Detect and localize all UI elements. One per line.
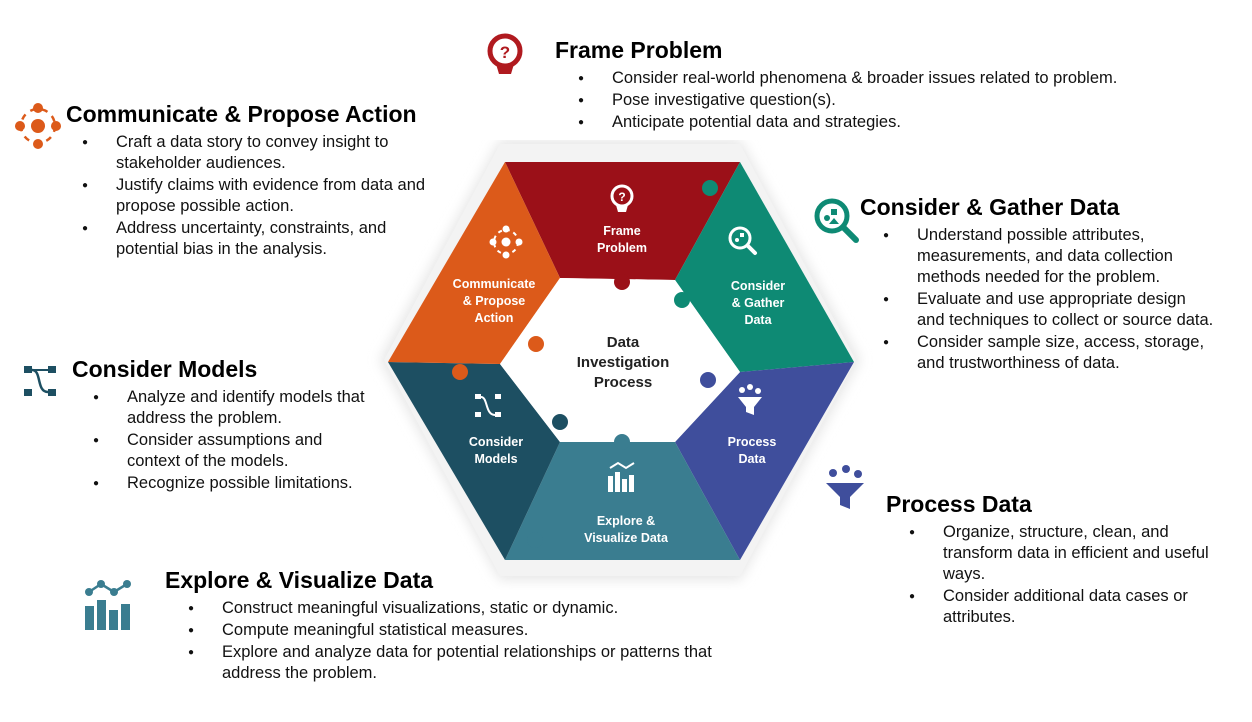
gather-title: Consider & Gather Data <box>860 194 1120 220</box>
diagram-center-core <box>500 278 740 442</box>
svg-text:?: ? <box>500 43 510 62</box>
explore-bullet: Compute meaningful statistical measures. <box>188 620 752 641</box>
segment-label-frame-1: Frame <box>603 224 641 238</box>
communicate-nodes-icon <box>15 103 61 149</box>
models-title: Consider Models <box>72 356 258 382</box>
model-flow-icon <box>24 366 56 396</box>
frame-problem-section: Frame Problem Consider real-world phenom… <box>555 36 1245 134</box>
gather-section: Consider & Gather Data Understand possib… <box>860 193 1245 375</box>
segment-label-communicate-3: Action <box>475 311 514 325</box>
bar-chart-icon <box>85 580 131 630</box>
puzzle-knob <box>700 372 716 388</box>
segment-label-models-2: Models <box>474 452 517 466</box>
segment-label-communicate-2: & Propose <box>463 294 526 308</box>
models-section: Consider Models Analyze and identify mod… <box>72 355 372 495</box>
frame-problem-title: Frame Problem <box>555 37 723 63</box>
gather-segment-icon <box>728 226 757 255</box>
models-bullet: Consider assumptions and context of the … <box>93 430 367 472</box>
segment-label-gather-1: Consider <box>731 279 785 293</box>
models-bullet: Recognize possible limitations. <box>93 473 367 494</box>
puzzle-knob <box>528 336 544 352</box>
segment-frame-problem <box>505 162 740 280</box>
frame-problem-segment-icon: ? <box>610 184 634 212</box>
communicate-segment-icon <box>489 225 523 259</box>
puzzle-knob <box>702 180 718 196</box>
explore-bullet: Construct meaningful visualizations, sta… <box>188 598 752 619</box>
question-bulb-icon: ? <box>487 33 523 74</box>
segment-label-explore-2: Visualize Data <box>584 531 669 545</box>
process-bullet: Consider additional data cases or attrib… <box>909 586 1233 628</box>
segment-label-models-1: Consider <box>469 435 523 449</box>
segment-communicate <box>388 162 560 364</box>
segment-label-explore-1: Explore & <box>597 514 655 528</box>
segment-explore-visualize <box>505 442 740 560</box>
process-segment-icon <box>738 384 762 415</box>
process-hexagon-diagram: ? Frame Problem Consider & Gather <box>380 140 860 580</box>
gather-bullet: Consider sample size, access, storage, a… <box>883 332 1217 374</box>
puzzle-knob <box>614 274 630 290</box>
explore-segment-icon <box>608 461 635 492</box>
process-bullet: Organize, structure, clean, and transfor… <box>909 522 1233 585</box>
segment-label-gather-3: Data <box>744 313 772 327</box>
explore-section: Explore & Visualize Data Construct meani… <box>165 566 765 685</box>
models-segment-icon <box>475 394 501 417</box>
frame-problem-bullet: Consider real-world phenomena & broader … <box>578 68 1245 89</box>
segment-consider-gather <box>675 162 854 372</box>
communicate-bullet: Craft a data story to convey insight to … <box>82 132 434 174</box>
segment-label-process-2: Data <box>738 452 766 466</box>
puzzle-knob <box>527 532 543 548</box>
segment-label-process-1: Process <box>728 435 777 449</box>
puzzle-knob <box>674 292 690 308</box>
puzzle-knob <box>552 414 568 430</box>
center-label-2: Investigation <box>577 354 670 371</box>
process-title: Process Data <box>886 491 1032 517</box>
frame-problem-bullet: Pose investigative question(s). <box>578 90 1245 111</box>
models-bullet: Analyze and identify models that address… <box>93 387 367 429</box>
data-search-icon <box>814 198 859 243</box>
center-label-1: Data <box>607 334 640 351</box>
segment-label-gather-2: & Gather <box>732 296 785 310</box>
process-section: Process Data Organize, structure, clean,… <box>886 490 1246 629</box>
communicate-title: Communicate & Propose Action <box>66 101 417 127</box>
communicate-bullet: Address uncertainty, constraints, and po… <box>82 218 434 260</box>
communicate-section: Communicate & Propose Action Craft a dat… <box>66 100 456 261</box>
explore-bullet: Explore and analyze data for potential r… <box>188 642 752 684</box>
explore-title: Explore & Visualize Data <box>165 567 434 593</box>
puzzle-knob <box>614 434 630 450</box>
segment-label-frame-2: Problem <box>597 241 647 255</box>
gather-bullet: Understand possible attributes, measurem… <box>883 225 1217 288</box>
segment-process-data <box>675 362 854 560</box>
frame-problem-bullet: Anticipate potential data and strategies… <box>578 112 1245 133</box>
puzzle-knob <box>452 364 468 380</box>
svg-text:?: ? <box>618 190 625 204</box>
funnel-icon <box>826 465 864 509</box>
gather-bullet: Evaluate and use appropriate design and … <box>883 289 1217 331</box>
communicate-bullet: Justify claims with evidence from data a… <box>82 175 434 217</box>
segment-label-communicate-1: Communicate <box>453 277 536 291</box>
center-label-3: Process <box>594 374 652 391</box>
segment-consider-models <box>388 362 560 560</box>
